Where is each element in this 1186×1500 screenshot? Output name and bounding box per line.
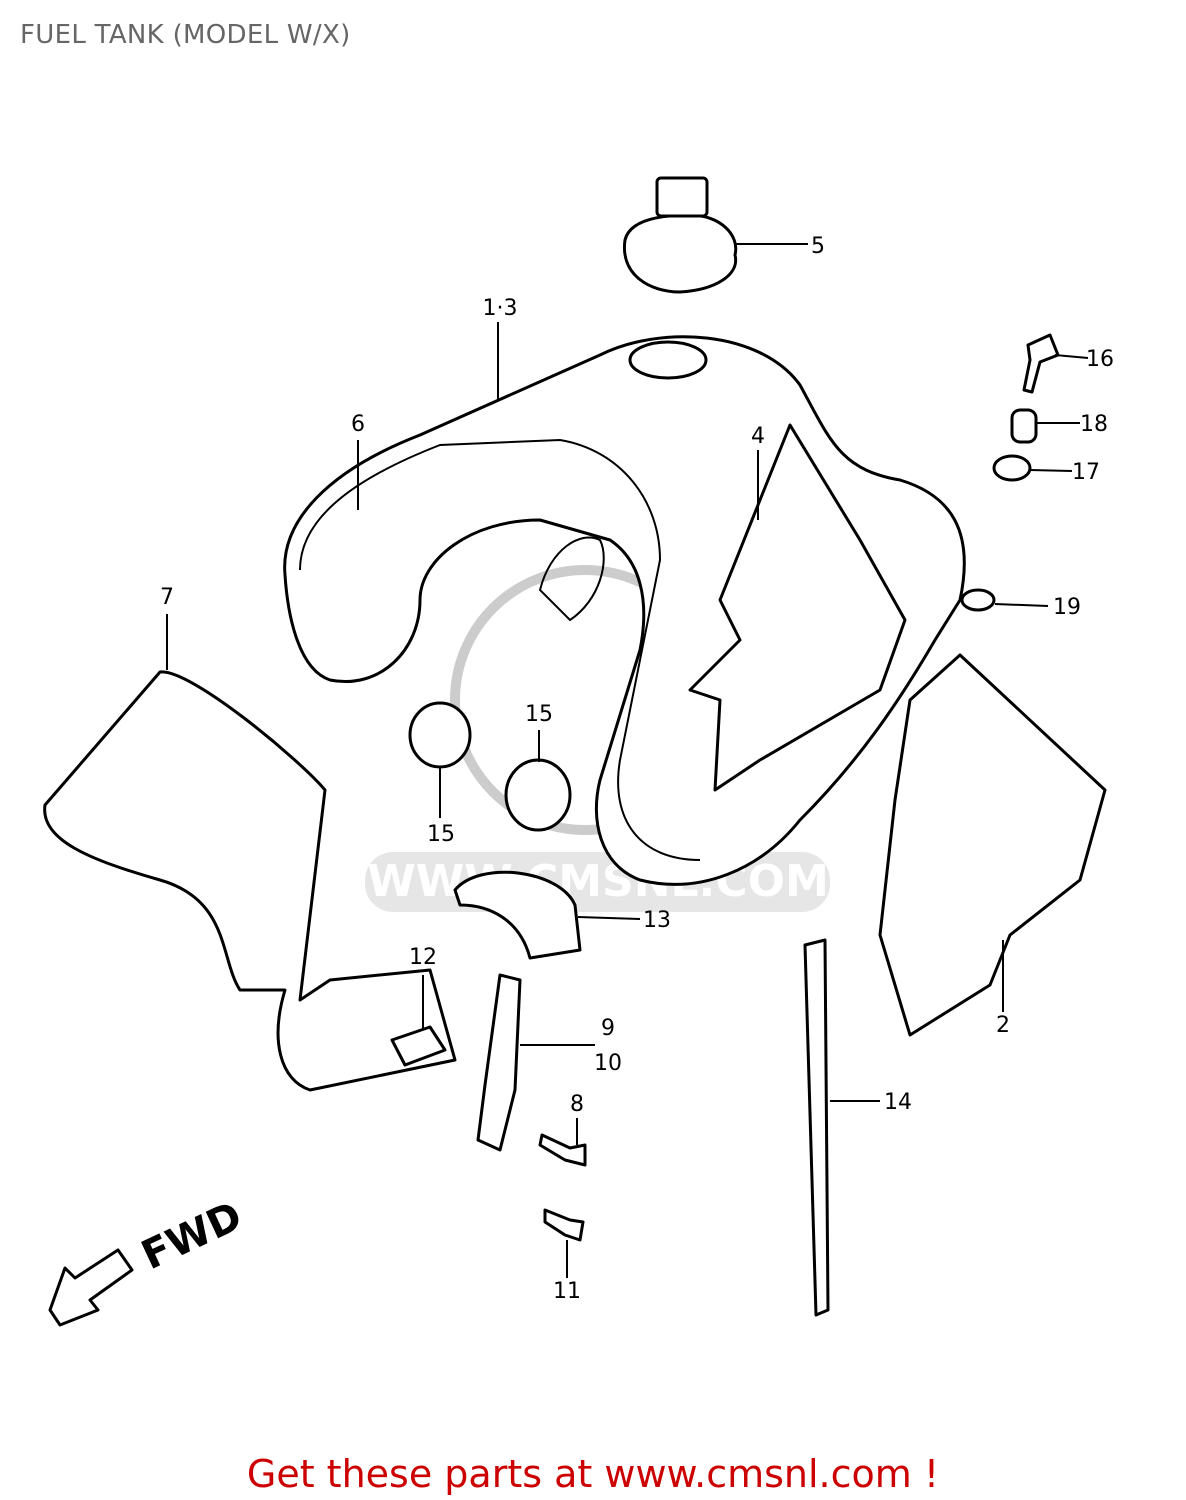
callout-label: 9 — [601, 1016, 615, 1041]
decal-part-4 — [688, 423, 907, 792]
footer-text[interactable]: Get these parts at www.cmsnl.com ! — [246, 1452, 940, 1496]
callout-label: 15 — [427, 822, 455, 847]
callout-label: 2 — [996, 1013, 1010, 1038]
callout-label: 16 — [1086, 347, 1114, 372]
fwd-label: FWD — [135, 1193, 249, 1279]
forward-direction-arrow: FWD — [48, 1193, 249, 1327]
pad-part-12 — [390, 1025, 447, 1067]
callout-label: 8 — [570, 1092, 584, 1117]
callout-leader-line — [1054, 354, 1089, 359]
collar-part-18 — [1010, 408, 1038, 444]
callout-label: 15 — [525, 702, 553, 727]
callout-label: 10 — [594, 1051, 622, 1076]
callout-label: 7 — [160, 585, 174, 610]
bolt-part-16 — [1022, 333, 1060, 394]
footer-link[interactable]: Get these parts at www.cmsnl.com ! — [0, 1452, 1186, 1496]
grommet-part-17 — [992, 454, 1032, 482]
callout-label: 12 — [409, 945, 437, 970]
bolt-part-11 — [543, 1208, 585, 1242]
callout-labels: 1·3 5 16 18 17 19 6 4 7 15 15 13 12 9 10 8 14 2 11 — [160, 234, 1114, 1304]
callout-label: 11 — [553, 1279, 581, 1304]
callout-leader-line — [994, 603, 1049, 607]
cushion-part-15a — [408, 701, 472, 769]
callout-leader-line — [577, 916, 641, 920]
cushion-part-13 — [453, 870, 582, 960]
callout-label: 4 — [751, 424, 765, 449]
watermark-text: WWW.CMSNL.COM — [367, 856, 829, 907]
grommet-part-19 — [960, 588, 996, 612]
callout-label: 17 — [1072, 460, 1100, 485]
band-part-14 — [803, 938, 830, 1317]
callout-leader-line — [1029, 469, 1073, 472]
fuel-cap-part — [623, 176, 738, 294]
callout-label: 14 — [884, 1090, 912, 1115]
callout-label: 1·3 — [483, 296, 518, 321]
callout-label: 6 — [351, 412, 365, 437]
cushion-part-15b — [504, 758, 572, 832]
side-cover-part-7 — [43, 670, 457, 1092]
side-panel-part-2 — [878, 653, 1107, 1037]
bracket-part-9-10 — [476, 973, 522, 1152]
diagram-title: FUEL TANK (MODEL W/X) — [20, 20, 351, 50]
callout-label: 18 — [1080, 412, 1108, 437]
callout-label: 13 — [643, 908, 671, 933]
bolt-part-8 — [538, 1133, 587, 1167]
callout-label: 19 — [1053, 595, 1081, 620]
callout-label: 5 — [811, 234, 825, 259]
